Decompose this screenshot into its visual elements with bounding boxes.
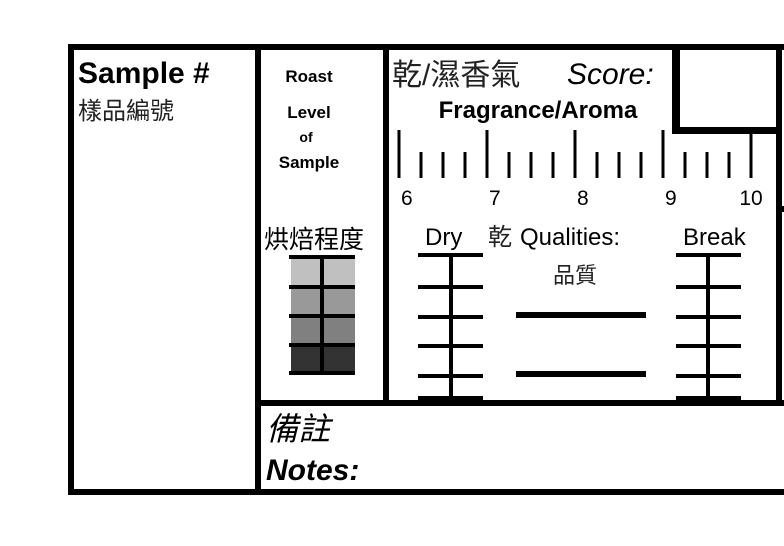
scale-axis (706, 255, 710, 402)
fragrance-title: Fragrance/Aroma (439, 97, 638, 124)
scale-tick (676, 396, 741, 400)
scale-label: 7 (489, 187, 501, 210)
scale-label: 6 (401, 187, 413, 210)
minor-tick (551, 152, 555, 178)
scale-axis (449, 255, 453, 402)
minor-tick (595, 152, 599, 178)
dry-scale[interactable] (418, 253, 483, 402)
minor-tick (529, 152, 533, 178)
scale-label: 10 (739, 187, 762, 210)
fragrance-title-zh: 乾/濕香氣 (392, 59, 520, 92)
minor-tick (683, 152, 687, 178)
roast-color-scale[interactable] (289, 255, 355, 375)
scale-label: 8 (577, 187, 589, 210)
scale-tick (418, 253, 483, 257)
roast-label-zh: 烘焙程度 (264, 226, 364, 254)
minor-tick (639, 152, 643, 178)
notes-label: Notes: (266, 454, 359, 487)
scale-tick (418, 315, 483, 319)
qualities-label-zh: 品質 (553, 263, 597, 288)
notes-label-zh: 備註 (266, 411, 334, 447)
form-borders (68, 44, 784, 495)
minor-tick (705, 152, 709, 178)
scale-tick (676, 374, 741, 378)
minor-tick (507, 152, 511, 178)
qualities-line[interactable] (516, 371, 646, 377)
of-label: of (299, 129, 313, 145)
scale-tick (418, 344, 483, 348)
minor-tick (463, 152, 467, 178)
scale-tick (676, 344, 741, 348)
scale-label: 9 (665, 187, 677, 210)
minor-tick (441, 152, 445, 178)
major-tick (661, 130, 665, 178)
scale-tick (418, 396, 483, 400)
major-tick (749, 130, 753, 178)
minor-tick (617, 152, 621, 178)
qualities-label: Qualities: (520, 224, 620, 251)
level-label: Level (287, 103, 330, 122)
score-box[interactable] (680, 50, 776, 127)
break-label: Break (683, 224, 747, 251)
scale-tick (418, 374, 483, 378)
minor-tick (727, 152, 731, 178)
score-label: Score: (567, 58, 654, 91)
roast-label: Roast (285, 67, 333, 86)
sample-title-zh: 樣品編號 (78, 98, 174, 125)
minor-tick (419, 152, 423, 178)
scale-tick (676, 285, 741, 289)
dry-label-zh: 乾 (488, 224, 512, 251)
sample-label: Sample (279, 153, 339, 172)
sample-title: Sample # (78, 57, 210, 90)
major-tick (573, 130, 577, 178)
scale-tick (676, 253, 741, 257)
major-tick (397, 130, 401, 178)
scale-tick (676, 315, 741, 319)
fragrance-scale[interactable]: 6 7 8 9 10 (397, 130, 763, 210)
roast-axis (320, 255, 324, 373)
break-scale[interactable] (676, 253, 741, 402)
scale-tick (418, 285, 483, 289)
qualities-line[interactable] (516, 312, 646, 318)
dry-label: Dry (425, 224, 462, 251)
major-tick (485, 130, 489, 178)
